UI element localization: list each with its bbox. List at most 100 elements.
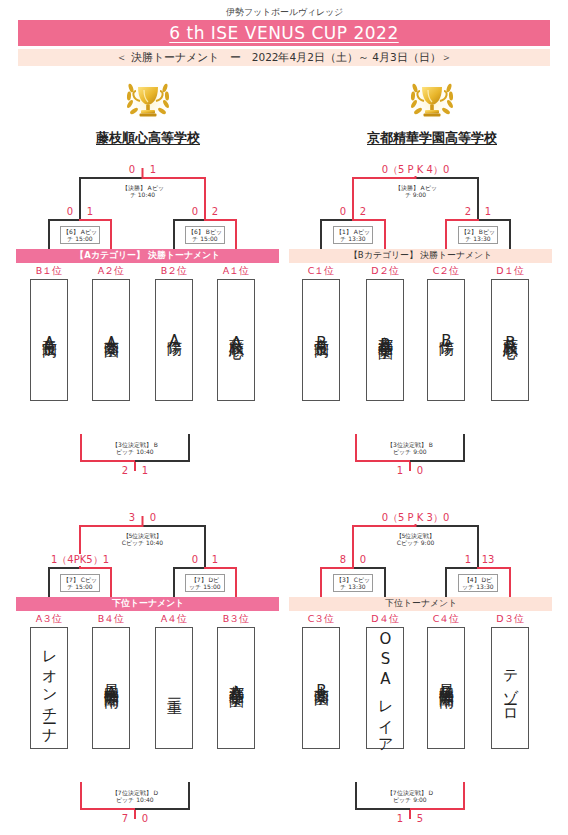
trophy-icon bbox=[124, 77, 172, 125]
tick-line bbox=[409, 461, 411, 471]
seed-label: A４位 bbox=[145, 611, 203, 627]
semifinal-match-box: 【6】 Bピッチ 15:00 bbox=[174, 220, 236, 249]
seed-label: D２位 bbox=[356, 263, 414, 279]
bracket-line bbox=[356, 434, 464, 461]
match-info: 【5位決定戦】 Cピッチ 9:00 bbox=[395, 532, 437, 546]
band-text: 下位トーナメント bbox=[385, 598, 457, 610]
bracket-line bbox=[81, 782, 189, 809]
team-box: D３位テゾーロ bbox=[491, 627, 529, 749]
team-box: C３位大商学園B bbox=[302, 627, 340, 749]
team-name: 大商学園A bbox=[102, 326, 121, 354]
placement-match-box: 【3位決定戦】 Bピッチ 10:40 bbox=[80, 434, 190, 462]
seed-label: D３位 bbox=[481, 611, 539, 627]
team-name: レオンチーナ bbox=[40, 640, 59, 737]
band-text: 【Aカテゴリー】 決勝トーナメント bbox=[75, 250, 220, 262]
score-text: 1 bbox=[465, 554, 471, 566]
tick-line bbox=[409, 809, 411, 819]
header-band: ＜ 決勝トーナメント ー 2022年4月2日（土）～ 4月3日（日）＞ bbox=[18, 49, 550, 66]
team-box: C２位作陽B bbox=[427, 279, 465, 401]
seed-label: B３位 bbox=[207, 611, 265, 627]
match-info: 【7位決定戦】 Dピッチ 9:00 bbox=[386, 789, 434, 803]
score-text: 1 bbox=[485, 206, 491, 218]
team-name: 大商学園B bbox=[312, 674, 331, 702]
team-box: C１位帝京長岡B bbox=[302, 279, 340, 401]
team-name: 藤枝順心A bbox=[227, 326, 246, 354]
final-match-box: 【5位決定戦】 Cピッチ 9:00 bbox=[353, 526, 478, 566]
team-box: B２位作陽A bbox=[155, 279, 193, 401]
team-box: A３位レオンチーナ bbox=[30, 627, 68, 749]
score-text: 8 bbox=[340, 554, 346, 566]
match-info: 【7】 Cピッチ 15:00 bbox=[60, 574, 100, 592]
seed-label: B１位 bbox=[20, 263, 78, 279]
team-box: A１位藤枝順心A bbox=[217, 279, 255, 401]
score-text: 0 bbox=[360, 554, 366, 566]
score-text: 0（5 P K 3）0 bbox=[380, 512, 452, 524]
score-text: 2 bbox=[465, 206, 471, 218]
team-box: B１位帝京長岡A bbox=[30, 279, 68, 401]
score-text: 2 bbox=[360, 206, 366, 218]
winner-name: 京都精華学園高等学校 bbox=[367, 130, 497, 147]
score-text: 1 bbox=[87, 206, 93, 218]
tick-line bbox=[134, 461, 136, 471]
team-name: テゾーロ bbox=[501, 659, 520, 718]
category-band: 【Aカテゴリー】 決勝トーナメント bbox=[16, 249, 279, 263]
match-info: 【3】 Cピッチ 13:30 bbox=[333, 574, 373, 592]
team-name: 星槎国際湘南B bbox=[437, 672, 456, 704]
team-name: 作陽B bbox=[437, 328, 456, 352]
score-text: 0 bbox=[192, 206, 198, 218]
team-name: 帝京長岡B bbox=[312, 326, 331, 354]
score-text: 2 bbox=[122, 465, 128, 477]
seed-label: C４位 bbox=[417, 611, 475, 627]
placement-match-box: 【3位決定戦】 Bピッチ 9:00 bbox=[355, 434, 465, 462]
team-box: A４位三重 bbox=[155, 627, 193, 749]
team-name: 三重 bbox=[165, 686, 184, 690]
team-box: D２位京都精華学園B bbox=[366, 279, 404, 401]
team-name: 京都精華学園B bbox=[376, 324, 395, 356]
seed-label: C２位 bbox=[417, 263, 475, 279]
team-name: 京都精華学園A bbox=[227, 672, 246, 704]
semifinal-match-box: 【6】 Aピッチ 15:00 bbox=[49, 220, 111, 249]
seed-label: C３位 bbox=[292, 611, 350, 627]
winner-name: 藤枝順心高等学校 bbox=[96, 130, 200, 147]
seed-label: D１位 bbox=[481, 263, 539, 279]
semifinal-match-box: 【2】 Bピッチ 13:30 bbox=[446, 220, 510, 249]
score-text: 0 bbox=[129, 164, 135, 176]
placement-match-box: 【7位決定戦】 Dピッチ 10:40 bbox=[80, 782, 190, 810]
seed-label: A１位 bbox=[207, 263, 265, 279]
team-name: OSAレイア bbox=[376, 630, 395, 747]
team-box: C４位星槎国際湘南B bbox=[427, 627, 465, 749]
score-text: 5 bbox=[417, 813, 423, 825]
band-text: 下位トーナメント bbox=[112, 598, 184, 610]
tick-line bbox=[134, 809, 136, 819]
score-text: 1（4PK5）1 bbox=[49, 554, 111, 566]
bracket-line bbox=[81, 434, 189, 461]
category-band: 【Bカテゴリー】 決勝トーナメント bbox=[289, 249, 552, 263]
seed-label: B４位 bbox=[82, 611, 140, 627]
score-text: 1 bbox=[397, 465, 403, 477]
category-band: 下位トーナメント bbox=[16, 597, 279, 611]
score-text: 13 bbox=[482, 554, 495, 566]
team-name: 帝京長岡A bbox=[40, 326, 59, 354]
match-info: 【4】 Dピッチ 13:30 bbox=[458, 574, 498, 592]
score-text: 3 bbox=[129, 512, 135, 524]
score-text: 0 bbox=[142, 813, 148, 825]
team-box: D１位藤枝順心B bbox=[491, 279, 529, 401]
team-box: B４位星槎国際湘南A bbox=[92, 627, 130, 749]
match-info: 【7】 Dピッチ 15:00 bbox=[185, 574, 225, 592]
team-box: A２位大商学園A bbox=[92, 279, 130, 401]
team-box: D４位OSAレイア bbox=[366, 627, 404, 749]
seed-label: A２位 bbox=[82, 263, 140, 279]
team-name: 藤枝順心B bbox=[501, 326, 520, 354]
team-name: 星槎国際湘南A bbox=[102, 672, 121, 704]
tick-line bbox=[142, 168, 144, 178]
placement-match-box: 【7位決定戦】 Dピッチ 9:00 bbox=[355, 782, 465, 810]
match-info: 【6】 Aピッチ 15:00 bbox=[60, 226, 100, 244]
tick-line bbox=[142, 516, 144, 526]
seed-label: C１位 bbox=[292, 263, 350, 279]
seed-label: A３位 bbox=[20, 611, 78, 627]
score-text: 0 bbox=[417, 465, 423, 477]
semifinal-match-box: 【7】 Dピッチ 15:00 bbox=[174, 568, 236, 597]
result-ticks bbox=[135, 168, 416, 819]
